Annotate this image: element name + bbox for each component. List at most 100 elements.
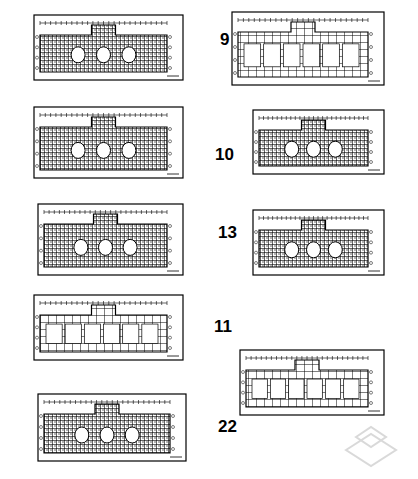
sheet-number: 10	[215, 146, 234, 163]
axis-bubble	[169, 249, 172, 252]
axis-bubble	[255, 241, 258, 244]
sheet-number: 9	[220, 31, 229, 48]
plan-thumbnail	[232, 12, 384, 85]
axis-bubble	[40, 426, 43, 429]
axis-bubble	[255, 262, 258, 265]
room	[325, 379, 340, 398]
axis-bubble	[370, 381, 373, 384]
watermark-logo	[346, 427, 396, 466]
room	[97, 47, 111, 63]
building-outline	[259, 220, 368, 267]
axis-bubble	[169, 347, 172, 350]
building-outline	[246, 360, 368, 407]
room	[123, 324, 139, 343]
axis-bubble	[242, 371, 245, 374]
room	[289, 379, 304, 398]
building-outline	[238, 22, 368, 77]
axis-bubble	[40, 448, 43, 451]
axis-bubble	[40, 415, 43, 418]
room	[328, 141, 342, 157]
building-outline	[259, 120, 368, 166]
axis-bubble	[370, 131, 373, 134]
axis-bubble	[370, 59, 373, 62]
room	[46, 324, 62, 343]
plan-thumbnail	[34, 295, 183, 360]
room	[71, 47, 85, 63]
axis-bubble	[36, 316, 39, 319]
room	[328, 242, 342, 258]
axis-bubble	[172, 415, 175, 418]
room	[285, 141, 299, 157]
axis-bubble	[255, 231, 258, 234]
sheet-frame	[240, 350, 384, 415]
room	[264, 44, 281, 67]
building-outline	[44, 214, 167, 267]
room	[75, 427, 89, 443]
room	[270, 379, 285, 398]
building-outline	[40, 25, 167, 72]
room	[100, 427, 114, 443]
axis-bubble	[36, 36, 39, 39]
axis-bubble	[234, 46, 237, 49]
title-mark	[368, 271, 380, 272]
axis-bubble	[36, 46, 39, 49]
axis-bubble	[40, 225, 43, 228]
axis-bubble	[169, 56, 172, 59]
axis-bubble	[370, 72, 373, 75]
room	[104, 324, 120, 343]
axis-bubble	[169, 262, 172, 265]
title-mark	[167, 174, 179, 175]
room	[125, 427, 139, 443]
axis-bubble	[370, 151, 373, 154]
room	[97, 142, 111, 158]
room	[323, 44, 340, 67]
room	[142, 324, 158, 343]
building-outline	[44, 404, 170, 453]
axis-bubble	[370, 161, 373, 164]
axis-bubble	[370, 391, 373, 394]
axis-bubble	[169, 316, 172, 319]
axis-bubble	[36, 56, 39, 59]
building-outline	[40, 117, 167, 170]
axis-bubble	[370, 371, 373, 374]
room	[244, 44, 261, 67]
plan-thumbnail	[253, 210, 384, 275]
axis-bubble	[255, 151, 258, 154]
axis-bubble	[370, 46, 373, 49]
room	[99, 239, 113, 255]
title-mark	[368, 411, 380, 412]
title-mark	[167, 76, 179, 77]
room	[74, 239, 88, 255]
axis-bubble	[36, 140, 39, 143]
axis-bubble	[36, 152, 39, 155]
room	[307, 141, 321, 157]
plan-thumbnail	[34, 107, 183, 178]
axis-bubble	[169, 36, 172, 39]
sheet-number: 22	[218, 418, 237, 435]
sheet-number: 13	[218, 224, 237, 241]
room	[303, 44, 320, 67]
room	[252, 379, 267, 398]
room	[307, 242, 321, 258]
plan-thumbnail	[253, 110, 384, 174]
axis-bubble	[169, 165, 172, 168]
sheet-frame	[34, 295, 183, 360]
plan-thumbnail	[38, 204, 183, 275]
axis-bubble	[172, 437, 175, 440]
plan-thumbnail	[240, 350, 384, 415]
axis-bubble	[36, 165, 39, 168]
axis-bubble	[172, 426, 175, 429]
room	[84, 324, 100, 343]
sheet-number: 11	[214, 318, 232, 335]
axis-bubble	[370, 141, 373, 144]
axis-bubble	[40, 249, 43, 252]
sheet-frame	[34, 107, 183, 178]
axis-bubble	[169, 225, 172, 228]
axis-bubble	[370, 251, 373, 254]
axis-bubble	[36, 326, 39, 329]
axis-bubble	[370, 33, 373, 36]
axis-bubble	[40, 237, 43, 240]
axis-bubble	[36, 347, 39, 350]
building-outline	[40, 305, 167, 352]
